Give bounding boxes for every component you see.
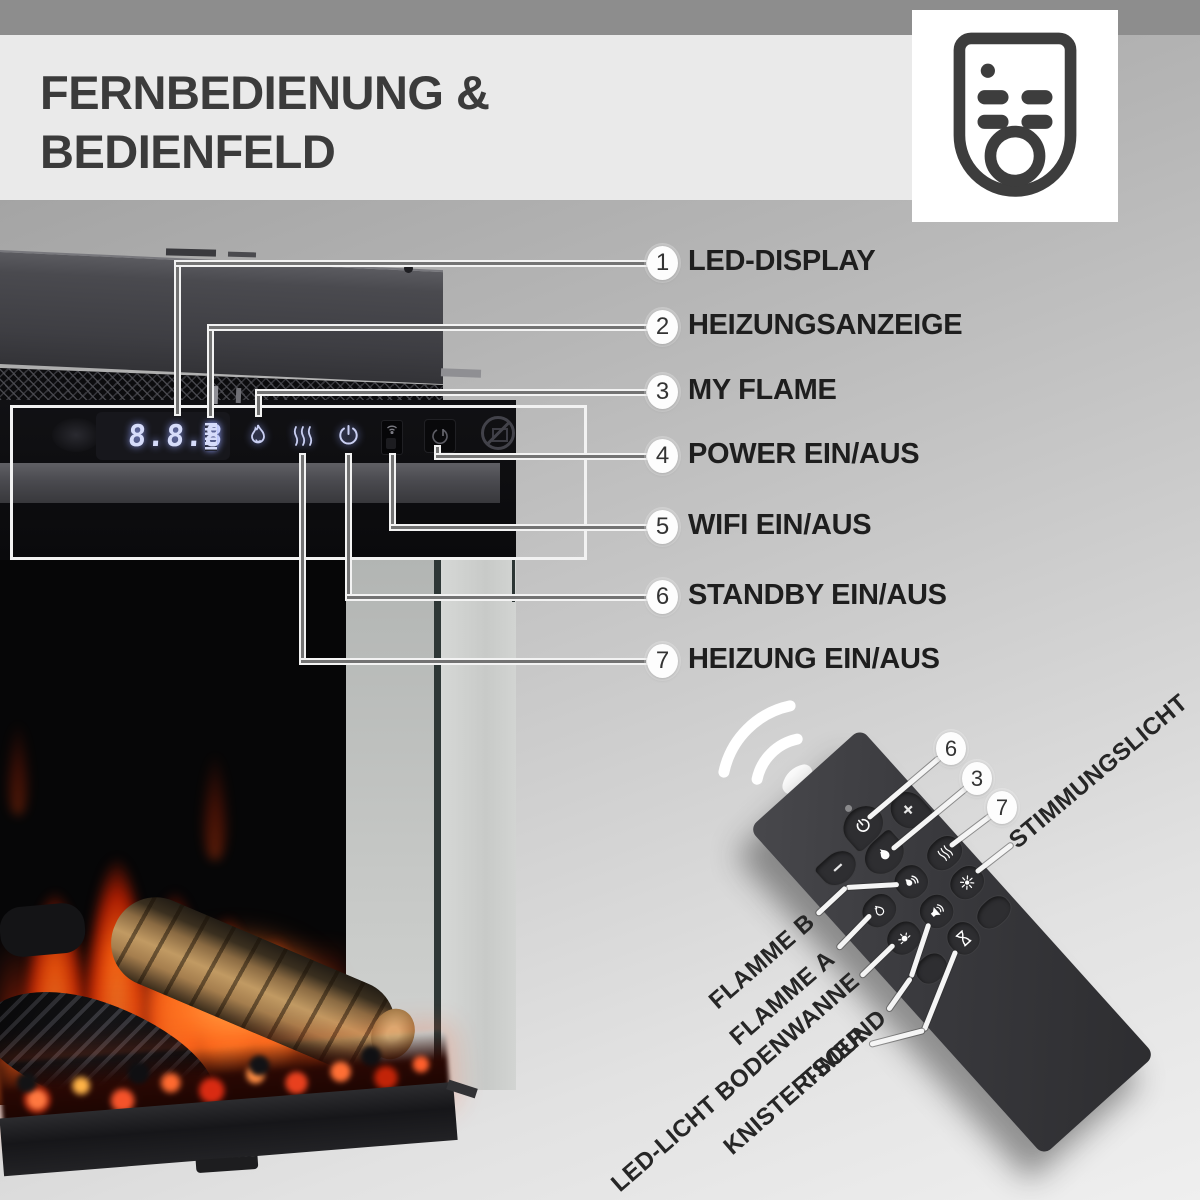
callout-circle-1: 1 (647, 246, 678, 280)
panel-highlight-rectangle (10, 405, 587, 560)
remote-my-flame-button[interactable] (855, 826, 913, 883)
remote-blank-button-right[interactable] (970, 889, 1018, 936)
callout-number: 4 (655, 442, 670, 469)
header-icon-box (912, 10, 1118, 222)
remote-led-licht-button[interactable] (879, 914, 929, 963)
fireplace-top-beam (0, 250, 443, 385)
callout-circle-6: 6 (647, 580, 678, 614)
callout-label-wifi: WIFI EIN/AUS (688, 509, 872, 541)
callout-line-5 (389, 453, 396, 531)
plus-icon: + (896, 797, 921, 822)
callout-line-2 (207, 324, 214, 418)
remote-heizung-button[interactable] (919, 828, 970, 878)
callout-number: 1 (655, 249, 670, 276)
callout-line-1 (174, 260, 181, 416)
callout-line-7 (299, 658, 648, 665)
page-title: FERNBEDIENUNG & BEDIENFELD (40, 63, 940, 181)
callout-number: 6 (655, 583, 670, 610)
heating-indicator-bars (205, 423, 217, 451)
callout-number: 3 (655, 378, 670, 405)
beam-bracket (440, 368, 482, 378)
callout-label-led-display: LED-DISPLAY (688, 245, 876, 277)
callout-line-5 (389, 524, 648, 531)
callout-line-1 (174, 260, 648, 267)
outer-glass-panel (441, 558, 516, 1090)
signal-waves-icon (700, 682, 916, 903)
panel-lower-bevel (0, 463, 500, 503)
standby-touch-button[interactable] (337, 424, 360, 452)
remote-flamme-a-button[interactable] (855, 886, 904, 935)
label-stimmungslicht: STIMMUNGSLICHT (1004, 689, 1194, 854)
panel-vent (52, 418, 100, 452)
beam-tab-small (227, 251, 257, 258)
callout-circle-3: 3 (647, 375, 678, 409)
callout-label-heizungsanzeige: HEIZUNGSANZEIGE (688, 309, 963, 341)
page-title-line2: BEDIENFELD (40, 125, 336, 178)
callout-line-4 (434, 453, 648, 460)
flame-tongue-dim (5, 615, 31, 815)
remote-callout-circle-6: 6 (936, 732, 966, 765)
callout-label-my-flame: MY FLAME (688, 374, 837, 406)
remote-callout-circle-7: 7 (987, 791, 1017, 824)
minus-icon: − (826, 855, 850, 880)
callout-circle-5: 5 (647, 510, 678, 544)
callout-label-standby: STANDBY EIN/AUS (688, 579, 947, 611)
callout-label-power: POWER EIN/AUS (688, 438, 920, 470)
beam-screw (404, 264, 413, 273)
callout-label-heizung: HEIZUNG EIN/AUS (688, 643, 940, 675)
remote-flamme-b-button[interactable] (887, 857, 936, 906)
remote-control: + − (749, 728, 1155, 1156)
remote-power-button[interactable] (834, 796, 893, 855)
callout-line-2 (207, 324, 648, 331)
glass-edge (434, 558, 441, 1090)
page-title-line1: FERNBEDIENUNG & (40, 66, 490, 119)
remote-line-stimmungslicht (974, 842, 1014, 875)
heating-touch-button[interactable] (292, 425, 314, 452)
wifi-rocker-switch[interactable] (381, 420, 403, 455)
callout-circle-7: 7 (647, 644, 678, 678)
callout-number: 7 (655, 647, 670, 674)
callout-line-6 (345, 453, 352, 601)
remote-stimmungslicht-button[interactable] (943, 858, 992, 907)
my-flame-touch-button[interactable] (248, 423, 268, 453)
callout-line-3 (255, 389, 648, 396)
callout-number: 5 (655, 513, 670, 540)
callout-number: 6 (944, 735, 958, 761)
front-glass-edge (512, 560, 515, 602)
remote-callout-circle-3: 3 (962, 762, 992, 795)
log-back (0, 901, 88, 959)
callout-number: 2 (655, 313, 670, 340)
callout-circle-2: 2 (647, 310, 678, 344)
callout-line-7 (299, 453, 306, 665)
no-cover-warning-icon (481, 416, 515, 450)
remote-timer-button[interactable] (940, 915, 987, 962)
callout-circle-4: 4 (647, 439, 678, 473)
callout-number: 7 (995, 794, 1009, 820)
callout-number: 3 (970, 765, 984, 791)
callout-line-6 (345, 594, 648, 601)
remote-knister-sound-button[interactable] (912, 887, 961, 936)
beam-tab (165, 248, 217, 257)
panel-hinge-highlight2 (235, 387, 242, 404)
